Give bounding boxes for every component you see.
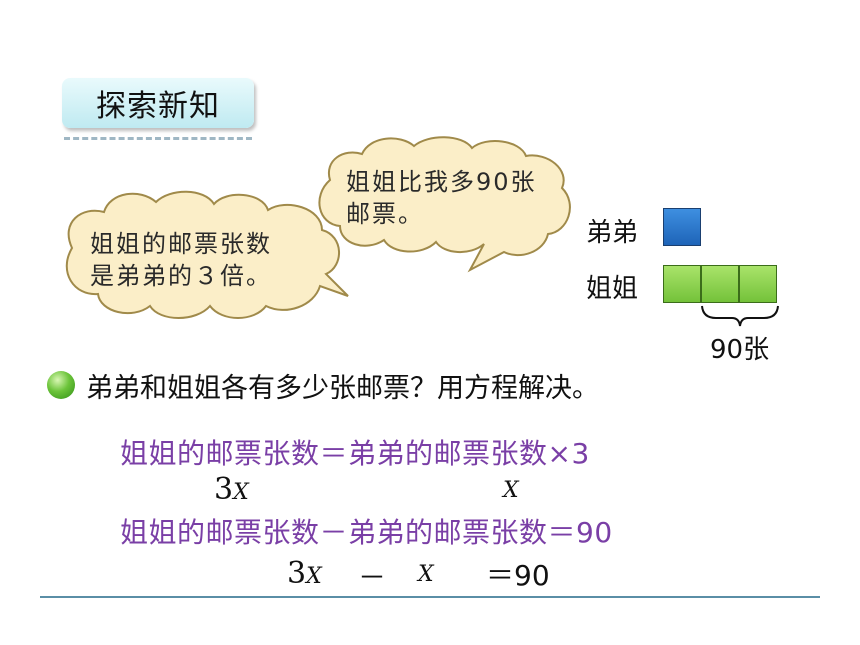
equation-2-term-1: 3X: [287, 556, 322, 591]
sister-label: 姐姐: [586, 274, 639, 304]
sister-block-3: [739, 265, 777, 303]
right-bubble-line-2: 邮票。: [346, 200, 424, 228]
left-bubble-line-2: 是弟弟的３倍。: [90, 262, 272, 290]
left-bubble-line-1: 姐姐的邮票张数: [90, 230, 272, 258]
difference-label: 90张: [710, 335, 770, 365]
right-bubble-text: 姐姐比我多90张 邮票。: [346, 166, 537, 230]
equation-1-left-expression: 3X: [214, 472, 249, 507]
brother-label: 弟弟: [586, 218, 639, 248]
equation-1-coefficient: 3: [214, 472, 234, 507]
brother-block: [663, 208, 701, 246]
difference-brace: [701, 305, 779, 327]
question-text: 弟弟和姐姐各有多少张邮票？用方程解决。: [86, 373, 599, 404]
equation-1-right-expression: X: [503, 478, 519, 503]
equation-2-coefficient: 3: [287, 556, 307, 591]
section-title-box: 探索新知: [62, 78, 254, 128]
equation-2-minus: －: [358, 561, 387, 594]
right-bubble-line-1: 姐姐比我多90张: [346, 168, 537, 196]
left-speech-bubble: [65, 190, 349, 319]
equation-1: 姐姐的邮票张数＝弟弟的邮票张数×3: [120, 437, 590, 470]
equation-2-variable-2: X: [418, 562, 434, 587]
title-underline: [64, 137, 252, 140]
bullet-icon: [47, 371, 75, 399]
equation-2-variable-1: X: [306, 564, 322, 589]
section-title: 探索新知: [96, 89, 220, 124]
left-bubble-text: 姐姐的邮票张数 是弟弟的３倍。: [90, 228, 272, 292]
equation-2: 姐姐的邮票张数－弟弟的邮票张数＝90: [120, 516, 613, 549]
equation-2-term-2: X: [418, 562, 434, 587]
equation-2-rhs: ＝90: [486, 559, 550, 592]
sister-block-1: [663, 265, 701, 303]
right-speech-bubble: [318, 136, 571, 273]
equation-1-right-variable: X: [503, 478, 519, 503]
equation-1-left-variable: X: [233, 480, 249, 505]
bottom-divider: [40, 596, 820, 598]
sister-block-2: [701, 265, 739, 303]
